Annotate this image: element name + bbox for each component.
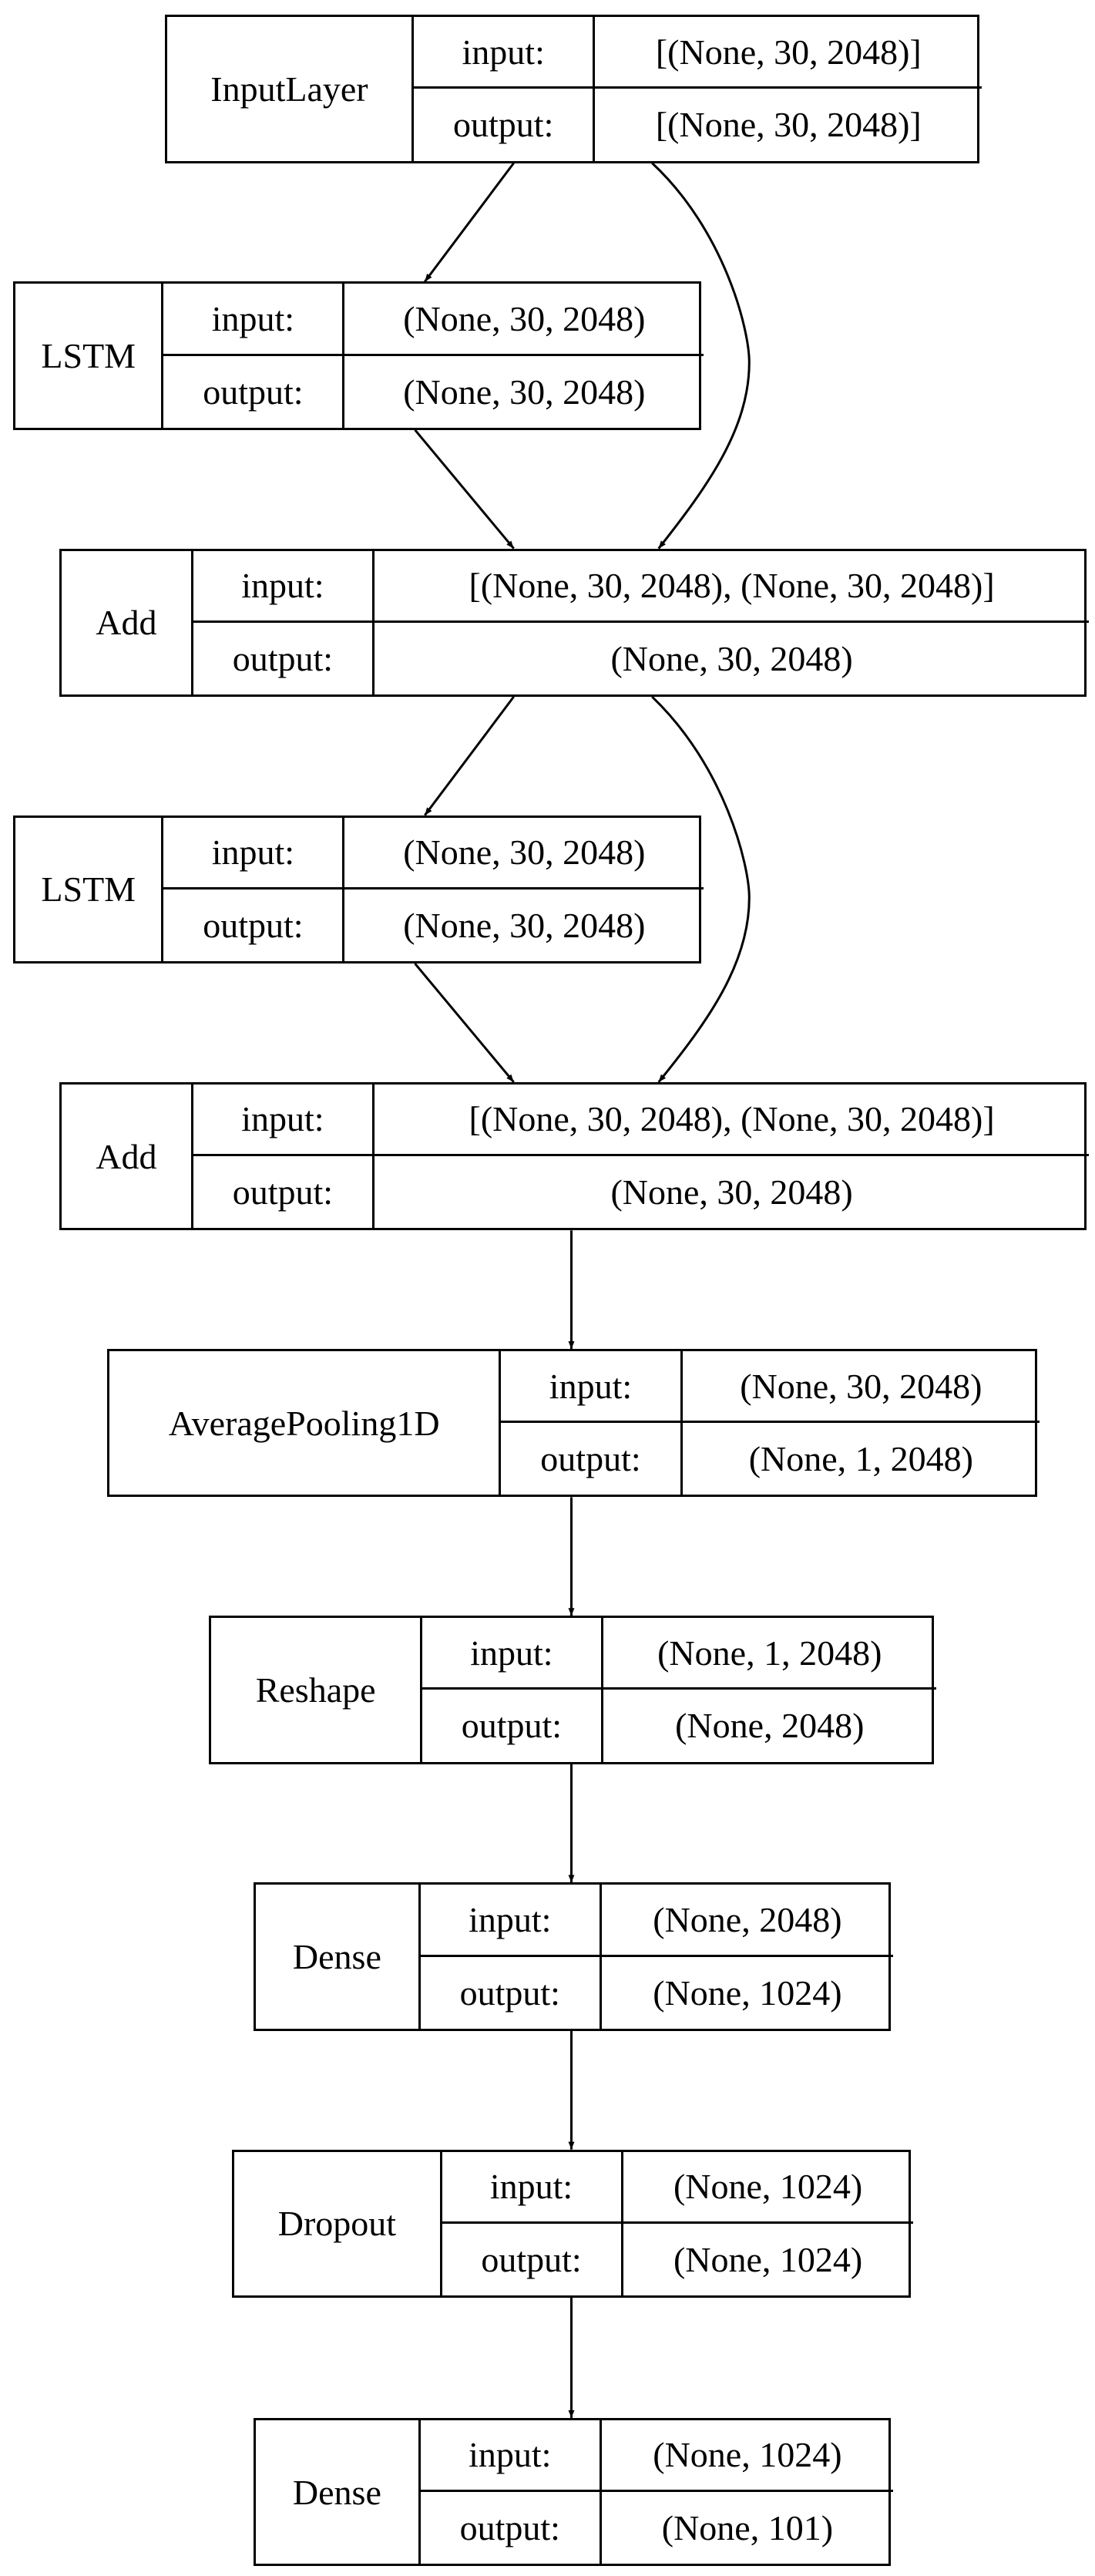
layer-name: Dropout	[234, 2151, 442, 2295]
output-shape: [(None, 30, 2048)]	[655, 105, 922, 145]
input-shape: (None, 1024)	[601, 2420, 893, 2493]
output-shape: (None, 30, 2048)	[403, 372, 646, 412]
edge-3-to-4	[414, 963, 515, 1083]
output-label: output:	[414, 89, 596, 161]
output-label: output:	[163, 355, 345, 428]
input-shape: (None, 1024)	[623, 2152, 913, 2224]
output-shape: (None, 1024)	[673, 2239, 863, 2279]
output-label: output:	[501, 1423, 683, 1495]
edge-0-to-1	[424, 162, 515, 283]
output-shape: (None, 1, 2048)	[748, 1439, 973, 1479]
input-label: input:	[193, 550, 375, 623]
layer-name: LSTM	[15, 817, 164, 962]
edge-1-to-2	[414, 429, 515, 550]
output-label: output:	[193, 1156, 375, 1229]
output-shape: (None, 101)	[661, 2508, 834, 2548]
input-shape: (None, 30, 2048)	[344, 284, 704, 356]
layer-name: Add	[62, 1084, 193, 1229]
output-label: output:	[442, 2223, 623, 2295]
layer-name: Dense	[256, 1885, 421, 2029]
output-label: output:	[421, 2492, 602, 2564]
input-shape: [(None, 30, 2048), (None, 30, 2048)]	[374, 551, 1090, 623]
input-label: input:	[442, 2151, 623, 2224]
input-shape: [(None, 30, 2048), (None, 30, 2048)]	[374, 1085, 1090, 1157]
input-shape: (None, 30, 2048)	[344, 818, 704, 889]
input-label: input:	[193, 1084, 375, 1157]
output-shape: (None, 1024)	[653, 1972, 842, 2013]
output-shape: (None, 2048)	[675, 1706, 865, 1746]
output-shape: (None, 30, 2048)	[610, 1172, 853, 1212]
input-label: input:	[422, 1618, 603, 1690]
input-label: input:	[501, 1351, 683, 1424]
input-label: input:	[420, 2420, 602, 2493]
output-shape: (None, 30, 2048)	[403, 905, 646, 945]
input-label: input:	[163, 817, 345, 889]
input-shape: (None, 30, 2048)	[682, 1351, 1040, 1424]
layer-name: InputLayer	[167, 17, 415, 161]
output-label: output:	[163, 889, 345, 962]
layer-name: Dense	[256, 2420, 421, 2564]
edge-2-to-3	[424, 695, 515, 816]
edge-0-to-2	[651, 162, 751, 550]
layer-name: AveragePooling1D	[109, 1351, 502, 1495]
input-label: input:	[414, 17, 596, 89]
layer-name: LSTM	[15, 284, 164, 428]
output-label: output:	[193, 622, 375, 694]
output-label: output:	[422, 1690, 603, 1762]
input-label: input:	[420, 1885, 602, 1957]
output-label: output:	[421, 1956, 602, 2029]
input-shape: (None, 1, 2048)	[603, 1618, 936, 1690]
layer-name: Add	[62, 550, 193, 694]
input-shape: (None, 2048)	[601, 1885, 893, 1957]
edge-2-to-4	[651, 695, 751, 1083]
input-label: input:	[163, 284, 345, 356]
layer-name: Reshape	[211, 1618, 422, 1762]
input-shape: [(None, 30, 2048)]	[595, 17, 982, 89]
output-shape: (None, 30, 2048)	[610, 638, 853, 678]
